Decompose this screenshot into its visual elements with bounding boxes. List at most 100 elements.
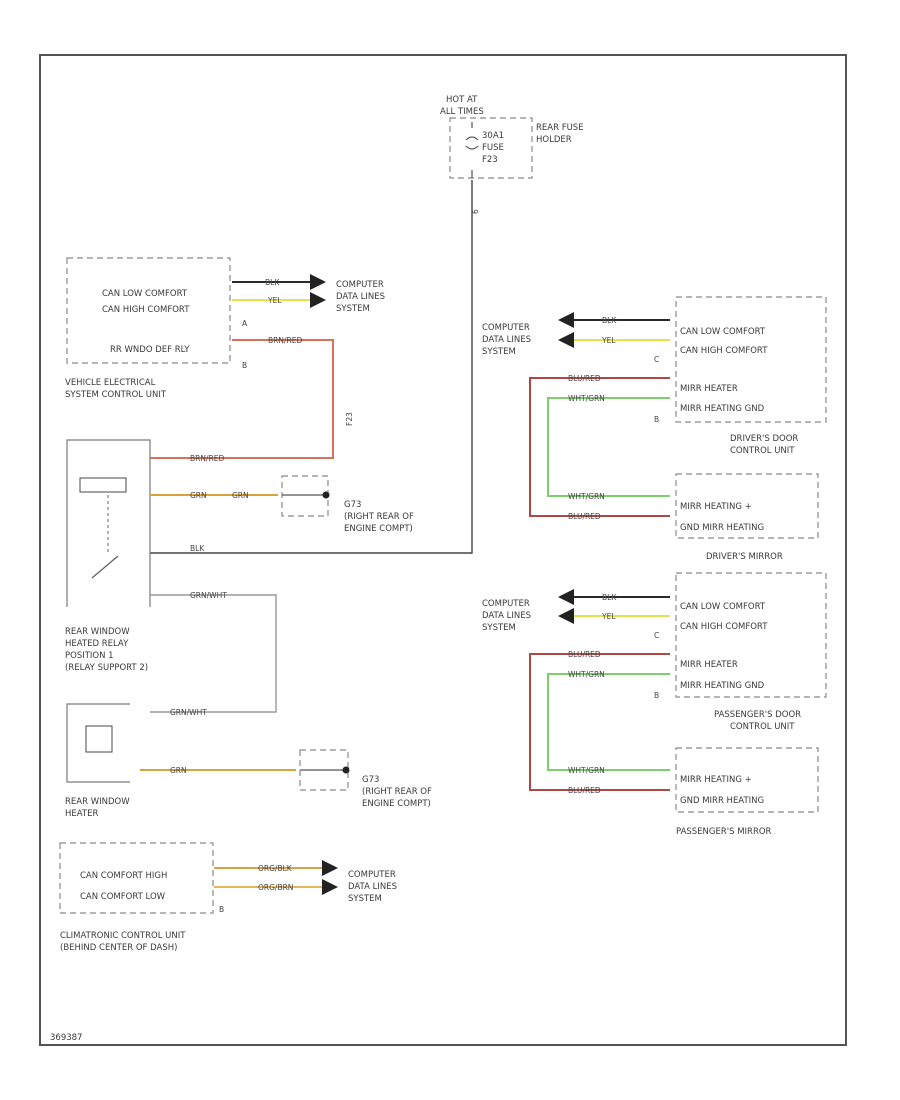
relay-wire-grn-label-1: GRN: [190, 491, 207, 500]
driver-mirror-line-1: MIRR HEATING +: [680, 502, 752, 512]
fuse-holder: HOT AT ALL TIMES 30A1 FUSE F23 REAR FUSE…: [440, 95, 584, 214]
passenger-pin-c: C: [654, 631, 659, 640]
passenger-door-section: COMPUTER DATA LINES SYSTEM BLK YEL CAN L…: [482, 572, 827, 837]
vescu-dest-3: SYSTEM: [336, 304, 370, 314]
driver-wire-yel-label: YEL: [601, 336, 616, 345]
vescu-fuse-ref: F23: [345, 412, 354, 426]
ground-point-icon: [322, 491, 330, 499]
climatronic-wire-orgblk-label: ORG/BLK: [258, 864, 293, 873]
passenger-door-box: [675, 572, 827, 698]
heater-name-2: HEATER: [65, 809, 98, 819]
vescu-wire-brnred-label: BRN/RED: [268, 336, 302, 345]
driver-unit-line-2: CAN HIGH COMFORT: [680, 346, 768, 356]
fuse-line-1: 30A1: [482, 131, 504, 141]
relay-name-3: POSITION 1: [65, 651, 114, 661]
vescu-line-3: RR WNDO DEF RLY: [110, 345, 190, 355]
wire-relay-grnwht: [150, 594, 277, 713]
wire-driver-blured: [529, 377, 670, 517]
vescu-pin-a: A: [242, 319, 248, 328]
driver-unit-line-1: CAN LOW COMFORT: [680, 327, 766, 337]
passenger-mirror-box: [675, 747, 819, 813]
climatronic-pin: B: [219, 905, 224, 914]
relay-coil-icon: [79, 477, 127, 493]
relay-ground-box: [281, 475, 329, 517]
driver-wire-blured-label-2: BLU/RED: [568, 512, 601, 521]
passenger-unit-line-4: MIRR HEATING GND: [680, 681, 765, 691]
vescu-name-2: SYSTEM CONTROL UNIT: [65, 390, 167, 400]
driver-pin-c: C: [654, 355, 659, 364]
wire-driver-whtgrn: [547, 397, 670, 497]
driver-unit-line-3: MIRR HEATER: [680, 384, 738, 394]
fuse-holder-box: [449, 117, 533, 179]
heater-wire-grnwht-label: GRN/WHT: [170, 708, 207, 717]
fuse-line-3: F23: [482, 155, 498, 165]
driver-mirror-box: [675, 473, 819, 539]
diagram-frame: [39, 54, 847, 1046]
relay-wire-grn-label-2: GRN: [232, 491, 249, 500]
passenger-wire-whtgrn-label-2: WHT/GRN: [568, 766, 605, 775]
relay-wire-grnwht-label: GRN/WHT: [190, 591, 227, 600]
passenger-dest-3: SYSTEM: [482, 623, 516, 633]
fuse-holder-label-2: HOLDER: [536, 135, 572, 145]
passenger-unit-name-2: CONTROL UNIT: [730, 722, 795, 732]
heater-gnd-1: G73: [362, 775, 379, 785]
fuse-all-times-label: ALL TIMES: [440, 107, 484, 117]
climatronic-line-1: CAN COMFORT HIGH: [80, 871, 167, 881]
fuse-holder-label-1: REAR FUSE: [536, 123, 584, 133]
climatronic-dest-3: SYSTEM: [348, 894, 382, 904]
relay-name-4: (RELAY SUPPORT 2): [65, 663, 148, 673]
driver-door-box: [675, 296, 827, 423]
passenger-mirror-name: PASSENGER'S MIRROR: [676, 827, 772, 837]
vescu-line-1: CAN LOW COMFORT: [102, 289, 188, 299]
fuse-wire-code: 6: [471, 209, 480, 214]
driver-wire-blured-label-1: BLU/RED: [568, 374, 601, 383]
relay-gnd-3: ENGINE COMPT): [344, 524, 413, 534]
driver-dest-1: COMPUTER: [482, 323, 530, 333]
passenger-unit-name-1: PASSENGER'S DOOR: [714, 710, 801, 720]
heater-gnd-2: (RIGHT REAR OF: [362, 787, 432, 797]
driver-dest-3: SYSTEM: [482, 347, 516, 357]
passenger-unit-line-1: CAN LOW COMFORT: [680, 602, 766, 612]
driver-wire-whtgrn-label-1: WHT/GRN: [568, 394, 605, 403]
fuse-line-2: FUSE: [482, 143, 504, 153]
wire-passenger-whtgrn: [547, 673, 670, 771]
driver-wire-blk-label: BLK: [602, 316, 617, 325]
heater-name-1: REAR WINDOW: [65, 797, 130, 807]
vescu-box: [66, 257, 231, 364]
vehicle-electrical-control-unit: CAN LOW COMFORT CAN HIGH COMFORT RR WNDO…: [65, 257, 385, 459]
vescu-dest-2: DATA LINES: [336, 292, 385, 302]
vescu-name-1: VEHICLE ELECTRICAL: [65, 378, 156, 388]
relay-gnd-2: (RIGHT REAR OF: [344, 512, 414, 522]
passenger-wire-blured-label-2: BLU/RED: [568, 786, 601, 795]
climatronic-name-1: CLIMATRONIC CONTROL UNIT: [60, 931, 186, 941]
relay-name-1: REAR WINDOW: [65, 627, 130, 637]
passenger-wire-whtgrn-label-1: WHT/GRN: [568, 670, 605, 679]
relay-switch-icon: [91, 555, 119, 579]
climatronic-control-unit: CAN COMFORT HIGH CAN COMFORT LOW CLIMATR…: [59, 842, 397, 953]
passenger-unit-line-2: CAN HIGH COMFORT: [680, 622, 768, 632]
vescu-dest-1: COMPUTER: [336, 280, 384, 290]
vescu-wire-blk-label: BLK: [265, 278, 280, 287]
heater-box: [66, 703, 130, 783]
passenger-wire-blk-label: BLK: [602, 593, 617, 602]
rear-window-relay: REAR WINDOW HEATED RELAY POSITION 1 (REL…: [65, 439, 414, 713]
heater-gnd-3: ENGINE COMPT): [362, 799, 431, 809]
heater-element-icon: [85, 725, 113, 753]
driver-dest-2: DATA LINES: [482, 335, 531, 345]
driver-door-section: COMPUTER DATA LINES SYSTEM BLK YEL CAN L…: [482, 296, 827, 562]
climatronic-name-2: (BEHIND CENTER OF DASH): [60, 943, 177, 953]
relay-gnd-1: G73: [344, 500, 361, 510]
passenger-unit-line-3: MIRR HEATER: [680, 660, 738, 670]
passenger-mirror-line-2: GND MIRR HEATING: [680, 796, 764, 806]
ground-point-icon: [342, 766, 350, 774]
wire-passenger-blured: [529, 653, 670, 791]
passenger-wire-blured-label-1: BLU/RED: [568, 650, 601, 659]
climatronic-line-2: CAN COMFORT LOW: [80, 892, 166, 902]
climatronic-wire-orgbrn-label: ORG/BRN: [258, 883, 293, 892]
passenger-dest-2: DATA LINES: [482, 611, 531, 621]
climatronic-box: [59, 842, 214, 914]
diagram-code: 369387: [50, 1033, 82, 1043]
driver-wire-whtgrn-label-2: WHT/GRN: [568, 492, 605, 501]
rear-window-heater: REAR WINDOW HEATER GRN/WHT GRN G73 (RIGH…: [65, 703, 432, 819]
